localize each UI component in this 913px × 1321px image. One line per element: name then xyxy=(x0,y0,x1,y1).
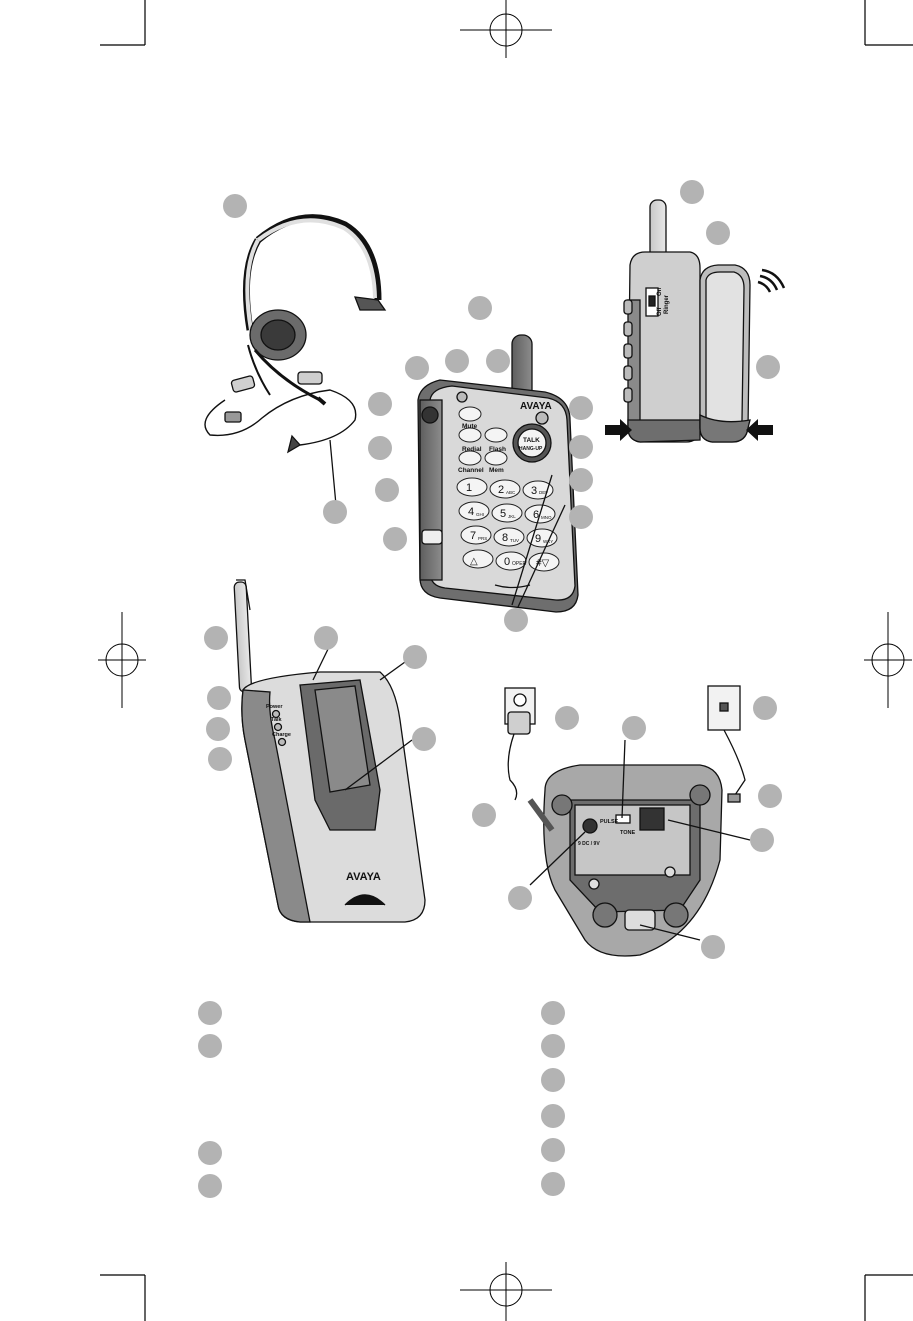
registration-mark-bottom xyxy=(460,1262,552,1321)
ringer-label: Ringer xyxy=(664,294,670,314)
callout-line-jack xyxy=(750,828,774,852)
pulse-switch-label: PULSE xyxy=(600,819,619,825)
callout-adapter-plug xyxy=(472,803,496,827)
mute-key-label: Mute xyxy=(462,423,478,430)
callout-headset-cord xyxy=(323,500,347,524)
charge-led-label: Charge xyxy=(272,732,291,738)
headset-illustration xyxy=(204,214,387,506)
power-led-label: Power xyxy=(266,704,283,710)
base-bottom-illustration xyxy=(504,685,751,957)
talk-key-label: TALK xyxy=(523,437,540,444)
key-7-letters: PRS xyxy=(478,536,487,541)
key-3-letters: DEF xyxy=(539,490,548,495)
callout-headset-jack xyxy=(368,392,392,416)
dc-input-label: 9 DC / 9V xyxy=(578,841,600,847)
tone-switch-label: TONE xyxy=(620,830,636,836)
callout-ringer-switch xyxy=(706,221,730,245)
legend-bullets xyxy=(198,1001,565,1198)
legend-item-right-2 xyxy=(541,1034,565,1058)
legend-item-right-3 xyxy=(541,1068,565,1092)
key-4-letters: GHI xyxy=(476,512,484,517)
key-7-label: 7 xyxy=(470,530,476,542)
legend-item-right-1 xyxy=(541,1001,565,1025)
channel-key-label: Channel xyxy=(458,467,484,474)
crop-marks xyxy=(100,0,913,1321)
redial-key-label: Redial xyxy=(462,446,482,453)
legend-item-right-5 xyxy=(541,1138,565,1162)
callout-talk-led xyxy=(569,396,593,420)
callout-dc-input xyxy=(508,886,532,910)
registration-mark-left xyxy=(98,612,146,708)
talk-led-label: Talk xyxy=(271,717,283,723)
callout-scroll-keys xyxy=(504,608,528,632)
callout-phone-cord xyxy=(758,784,782,808)
callout-volume-switch xyxy=(383,527,407,551)
mem-key-label: Mem xyxy=(489,467,504,474)
callout-base-antenna xyxy=(204,626,228,650)
callout-handset-antenna xyxy=(680,180,704,204)
callout-flash xyxy=(486,349,510,373)
key-5-letters: JKL xyxy=(508,514,516,519)
key-9-label: 9 xyxy=(535,533,541,545)
ringer-switch-labels: Ringer On Off xyxy=(657,287,670,316)
callout-channel xyxy=(375,478,399,502)
registration-mark-top xyxy=(460,0,552,58)
key-5-label: 5 xyxy=(500,508,506,520)
ringer-off-label: Off xyxy=(657,306,663,316)
legend-item-left-3 xyxy=(198,1141,222,1165)
legend-item-left-4 xyxy=(198,1174,222,1198)
key-up-label: △ xyxy=(470,556,478,567)
callout-page-button xyxy=(314,626,338,650)
callout-wall-mount xyxy=(701,935,725,959)
callout-markers xyxy=(204,180,782,959)
legend-item-right-4 xyxy=(541,1104,565,1128)
legend-item-left-2 xyxy=(198,1034,222,1058)
flash-key-label: Flash xyxy=(489,446,506,453)
registration-mark-right xyxy=(864,612,912,708)
callout-handset-top xyxy=(468,296,492,320)
key-hash-label: #▽ xyxy=(536,558,550,569)
base-bottom-labels: PULSE TONE 9 DC / 9V xyxy=(578,819,636,847)
key-8-label: 8 xyxy=(502,532,508,544)
callout-charging-contacts xyxy=(412,727,436,751)
legend-item-left-1 xyxy=(198,1001,222,1025)
key-0-label: 0 xyxy=(504,556,510,568)
legend-item-right-6 xyxy=(541,1172,565,1196)
handset-front-illustration xyxy=(417,334,579,613)
handset-side-illustration xyxy=(605,199,786,443)
callout-headset xyxy=(223,194,247,218)
callout-ac-adapter xyxy=(555,706,579,730)
key-2-label: 2 xyxy=(498,484,504,496)
handset-key-labels: AVAYA Mute Redial Flash Channel Mem TALK… xyxy=(458,401,553,569)
key-4-label: 4 xyxy=(468,506,474,518)
key-6-label: 6 xyxy=(533,509,539,521)
callout-charge-led xyxy=(208,747,232,771)
callout-redial xyxy=(368,436,392,460)
key-6-letters: MNO xyxy=(541,515,552,520)
base-brand-label: AVAYA xyxy=(346,871,381,883)
key-1-label: 1 xyxy=(466,482,472,494)
callout-mute xyxy=(445,349,469,373)
key-8-letters: TUV xyxy=(510,538,519,543)
callout-phone-jack-wall xyxy=(753,696,777,720)
callout-talk-key xyxy=(569,435,593,459)
handset-brand-label: AVAYA xyxy=(520,401,552,412)
callout-handset-led xyxy=(405,356,429,380)
callout-pulse-tone xyxy=(622,716,646,740)
key-3-label: 3 xyxy=(531,485,537,497)
callout-power-led xyxy=(207,686,231,710)
key-9-letters: WXY xyxy=(543,539,553,544)
key-2-letters: ABC xyxy=(506,490,516,495)
hangup-key-label: HANG-UP xyxy=(519,446,543,452)
callout-talk-led-base xyxy=(206,717,230,741)
base-front-labels: AVAYA Power Talk Charge xyxy=(266,704,381,883)
key-0-letters: OPER xyxy=(512,561,527,567)
callout-keypad xyxy=(569,505,593,529)
ringer-on-label: On xyxy=(657,287,663,296)
callout-base-cradle xyxy=(403,645,427,669)
callout-mem xyxy=(569,468,593,492)
callout-belt-clip xyxy=(756,355,780,379)
base-front-illustration xyxy=(233,579,426,923)
